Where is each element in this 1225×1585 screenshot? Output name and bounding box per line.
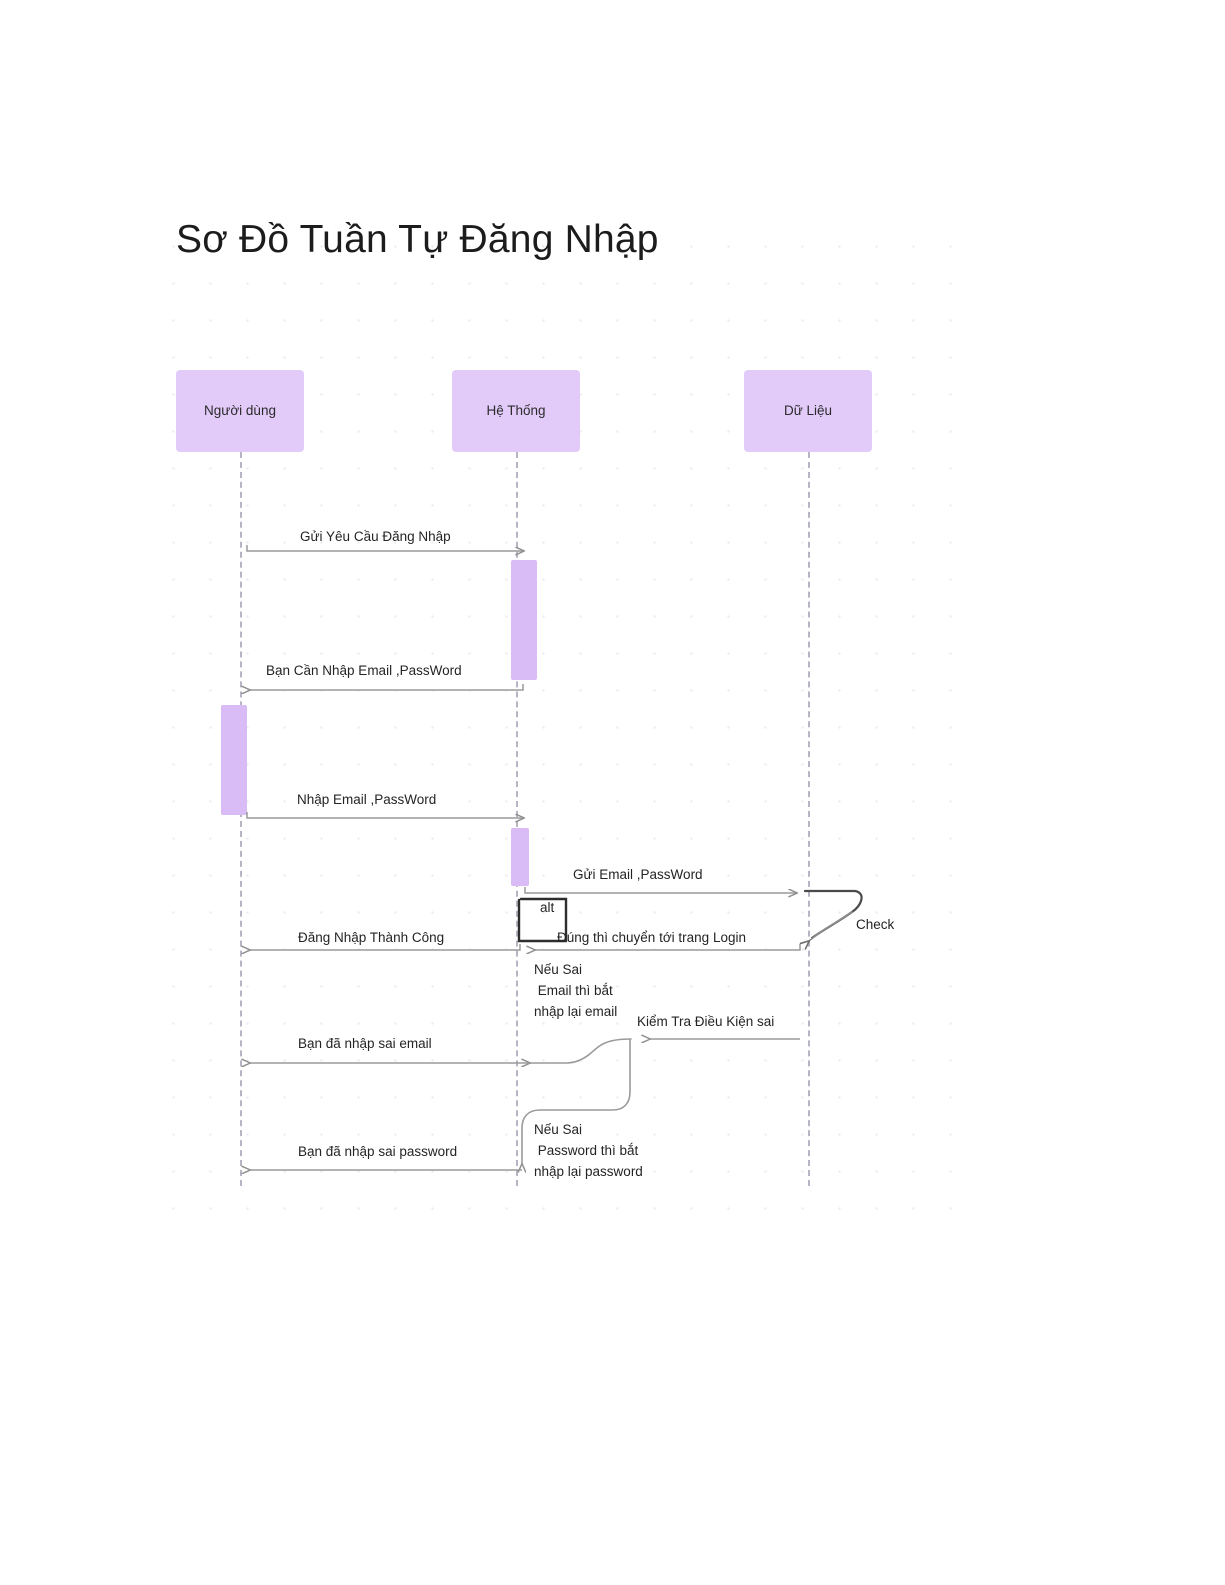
note-wrong-email: Nếu Sai Email thì bắt nhập lại email: [534, 962, 618, 1019]
message-arrow-gui-yeu-cau-dang-nhap: [246, 545, 524, 551]
lifeline-user: [240, 452, 242, 1186]
participant-system[interactable]: Hệ Thống: [452, 370, 580, 452]
activation-bar-user-1: [221, 705, 247, 815]
message-label-5: Đúng thì chuyển tới trang Login: [557, 930, 746, 945]
message-arrow-gui-email-password: [524, 887, 797, 893]
message-label-4: Gửi Email ,PassWord: [573, 867, 703, 882]
message-label-1: Gửi Yêu Cầu Đăng Nhập: [300, 529, 451, 544]
participant-user-label: Người dùng: [204, 402, 276, 418]
message-arrow-ban-can-nhap-email-password: [250, 684, 524, 690]
lifeline-data: [808, 452, 810, 1186]
message-label-7: Kiểm Tra Điều Kiện sai: [637, 1014, 775, 1029]
message-arrow-nhap-email-password: [246, 812, 524, 818]
note-wrong-password: Nếu Sai Password thì bắt nhập lại passwo…: [534, 1122, 643, 1179]
fragment-label-alt: alt: [540, 900, 555, 915]
message-label-9: Bạn đã nhập sai password: [298, 1144, 458, 1159]
participant-data[interactable]: Dữ Liệu: [744, 370, 872, 452]
participant-data-label: Dữ Liệu: [783, 402, 833, 418]
connector-wrong-email: [530, 1038, 632, 1063]
message-label-8: Bạn đã nhập sai email: [298, 1036, 432, 1051]
self-message-label-check: Check: [856, 917, 895, 932]
message-label-2: Bạn Cần Nhập Email ,PassWord: [266, 663, 462, 678]
message-label-3: Nhập Email ,PassWord: [297, 792, 437, 807]
message-label-6: Đăng Nhập Thành Công: [298, 930, 445, 945]
activation-bar-system-2: [511, 828, 529, 886]
participant-user[interactable]: Người dùng: [176, 370, 304, 452]
page-title: Sơ Đồ Tuần Tự Đăng Nhập: [176, 218, 659, 261]
self-message-check: [805, 889, 863, 941]
participant-system-label: Hệ Thống: [486, 402, 546, 418]
activation-bar-system-1: [511, 560, 537, 680]
